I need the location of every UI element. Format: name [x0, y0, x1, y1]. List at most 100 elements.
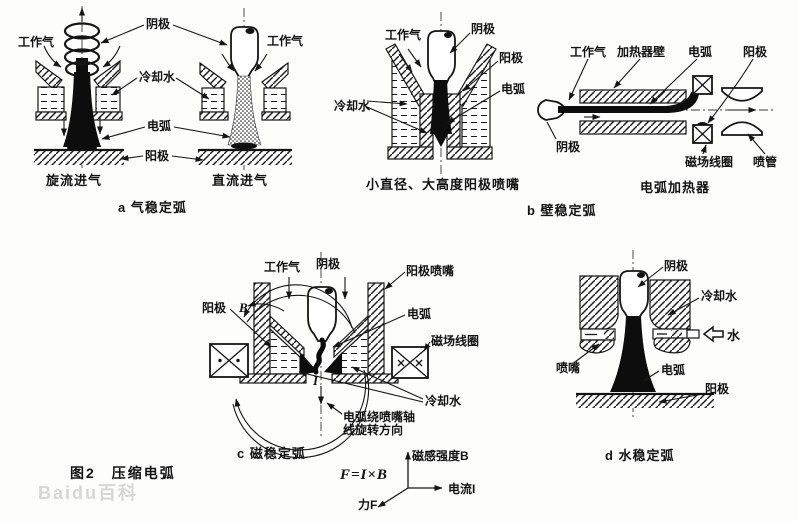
label-arc: 电弧 [501, 81, 525, 96]
nozzle-wall-right [261, 61, 291, 121]
diagram-water-stabilized: 阴极 冷却水 水 喷嘴 电弧 阳极 d 水稳定弧 [556, 250, 741, 463]
caption-nozzle-variant: 小直径、大高度阳极喷嘴 [366, 177, 520, 192]
label-current-i: I [312, 373, 319, 388]
channel-wall-left [419, 93, 434, 148]
label-current: 电流I [448, 481, 475, 496]
arc-column [610, 316, 656, 392]
label-flux-density: 磁感强度B [411, 448, 469, 463]
label-anode: 阳极 [145, 148, 170, 163]
vector-diagram: F=I×B 磁感强度B 电流I 力F [339, 448, 475, 512]
leader-lines [366, 32, 501, 134]
swirl-torch [34, 6, 124, 168]
leader-lines [100, 24, 231, 163]
label-cooling-water: 冷却水 [425, 393, 462, 408]
caption-arc-heater: 电弧加热器 [640, 180, 710, 195]
nozzle-wall-right [91, 59, 123, 121]
label-rotation-note-2: 线旋转方向 [343, 422, 403, 437]
swirl-arrow-right [102, 45, 121, 68]
label-field-b: B [238, 300, 248, 315]
label-nozzle: 喷管 [753, 154, 777, 169]
caption-wall-stabilized: b 壁稳定弧 [527, 203, 597, 218]
label-formula: F=I×B [339, 467, 388, 483]
flange-right [446, 146, 493, 160]
arc-column [312, 337, 326, 375]
field-coil-left [209, 343, 249, 378]
label-arc: 电弧 [147, 118, 171, 133]
label-heater-wall: 加热器壁 [616, 44, 665, 59]
cathode [427, 30, 456, 88]
diagram-magnetic-stabilized: 工作气 阴极 阳极喷嘴 阳极 B 电弧 磁场线圈 冷却水 I 电弧绕喷嘴轴 线旋… [202, 252, 479, 512]
anode-ground [198, 148, 292, 165]
heater-wall-top [579, 89, 687, 104]
field-coil-bottom [692, 122, 713, 144]
diagram-gas-stabilized: 工作气 工作气 阴极 冷却水 电弧 阳极 旋流进气 直流进气 a 气稳定弧 [18, 6, 303, 215]
swirl-arrow-left [43, 45, 62, 68]
nozzle-wall-left [199, 61, 229, 121]
diagram-arc-heater: 工作气 加热器壁 电弧 阳极 阴极 磁场线圈 喷管 电弧加热器 b 壁稳定弧 [527, 44, 777, 218]
nozzle-block-right [649, 279, 700, 354]
label-field-coil: 磁场线圈 [430, 333, 479, 348]
label-water: 水 [727, 328, 741, 343]
arc-column [227, 75, 262, 146]
field-coil-right [391, 346, 429, 379]
flange-left [387, 146, 434, 160]
straight-torch [198, 8, 292, 170]
leader-lines [574, 266, 704, 404]
label-arc: 电弧 [407, 306, 431, 321]
label-anode-nozzle: 阳极喷嘴 [406, 263, 454, 278]
label-cathode: 阴极 [471, 21, 496, 36]
label-arc: 电弧 [661, 362, 685, 377]
leader-lines [546, 58, 766, 155]
nozzle-contour-top [721, 87, 763, 102]
cathode-coil [63, 22, 101, 78]
water-inlet-stub [686, 329, 700, 339]
arc-column [63, 72, 101, 147]
label-cathode: 阴极 [556, 139, 581, 154]
field-coil-top [692, 75, 713, 95]
label-cooling-water: 冷却水 [334, 98, 371, 113]
label-arc: 电弧 [688, 44, 712, 59]
nozzle-wall-left [35, 59, 67, 121]
label-cathode: 阴极 [664, 258, 689, 273]
caption-gas-stabilized: a 气稳定弧 [118, 200, 187, 215]
label-working-gas: 工作气 [570, 44, 606, 59]
nozzle-contour-bottom [721, 121, 763, 136]
diagram-wall-stabilized-nozzle: 工作气 阴极 阳极 电弧 冷却水 小直径、大高度阳极喷嘴 [334, 12, 525, 192]
label-anode: 阳极 [705, 381, 730, 396]
label-anode: 阳极 [743, 44, 768, 59]
label-anode: 阳极 [499, 50, 524, 65]
label-working-gas: 工作气 [385, 27, 421, 42]
label-cathode: 阴极 [146, 16, 171, 31]
arc-column [558, 92, 699, 113]
label-field-coil: 磁场线圈 [684, 154, 733, 169]
figure-caption: 图2 压缩电弧 [70, 465, 176, 481]
caption-water-stabilized: d 水稳定弧 [605, 448, 675, 463]
caption-straight-intake: 直流进气 [212, 173, 268, 188]
inner-block-right [333, 314, 369, 359]
label-working-gas-left: 工作气 [18, 34, 54, 49]
label-cooling-water: 冷却水 [139, 69, 176, 84]
cathode [230, 26, 259, 78]
label-force: 力F [358, 497, 377, 512]
label-cooling-water: 冷却水 [701, 288, 738, 303]
label-anode: 阳极 [202, 300, 227, 315]
caption-swirl-intake: 旋流进气 [45, 173, 102, 188]
anode-ground [34, 148, 124, 165]
nozzle-wall-left [253, 282, 271, 378]
water-flow-arrow [702, 325, 724, 343]
caption-magnetic-stabilized: c 磁稳定弧 [237, 446, 306, 461]
label-cathode: 阴极 [316, 256, 341, 271]
b-direction-arrow [247, 300, 285, 312]
label-rotation-note-1: 电弧绕喷嘴轴 [343, 409, 415, 424]
watermark: Baidu百科 [38, 482, 138, 503]
label-working-gas: 工作气 [264, 259, 300, 274]
nozzle-block-left [579, 275, 619, 354]
leader-lines [229, 271, 431, 415]
cathode [307, 286, 337, 342]
label-nozzle: 喷嘴 [556, 360, 580, 375]
arc-column [430, 80, 452, 134]
label-working-gas-right: 工作气 [267, 33, 303, 48]
cathode [619, 270, 649, 321]
